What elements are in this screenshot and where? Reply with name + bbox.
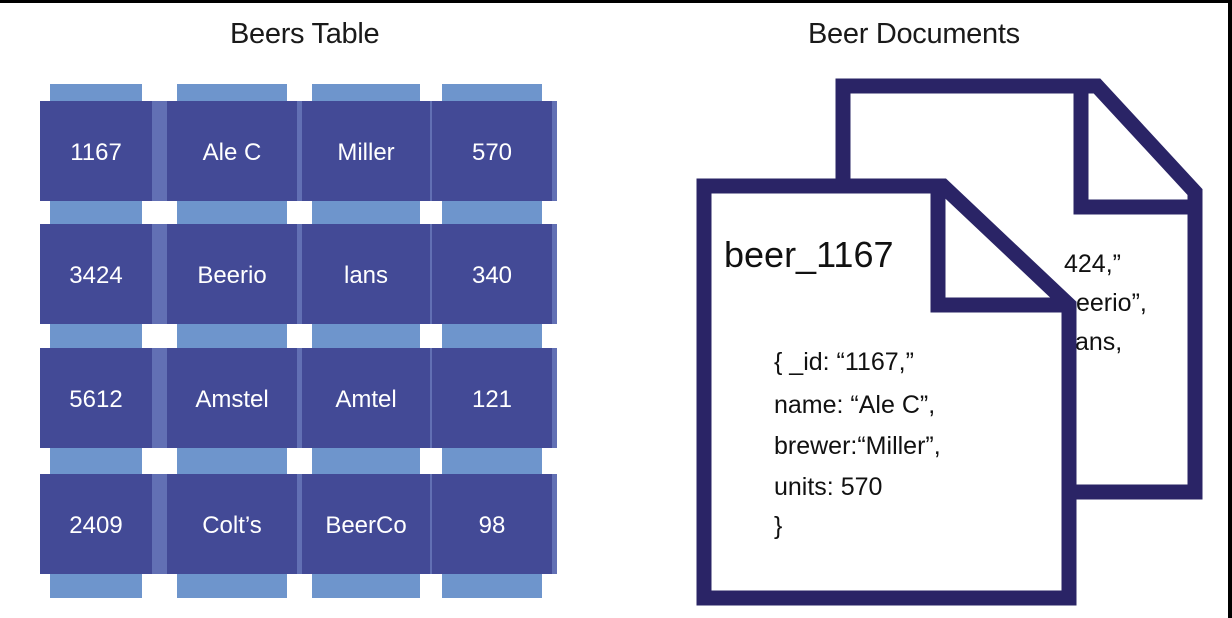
table-cell bbox=[432, 474, 552, 574]
right-border bbox=[1228, 0, 1232, 618]
table-cell bbox=[302, 224, 430, 324]
table-cell-text: lans bbox=[344, 262, 388, 289]
beer-documents-title: Beer Documents bbox=[808, 18, 1020, 50]
back-doc-line: eerio”, bbox=[1076, 289, 1147, 317]
table-cell-text: Ale C bbox=[203, 139, 262, 166]
table-cell bbox=[432, 348, 552, 448]
beers-table-title: Beers Table bbox=[230, 18, 380, 50]
table-cell-text: BeerCo bbox=[325, 512, 406, 539]
front-document: beer_1167 { _id: “1167,” name: “Ale C”, … bbox=[696, 178, 1077, 606]
table-cell-text: 1167 bbox=[70, 139, 122, 166]
table-cell-text: 570 bbox=[472, 139, 512, 166]
table-cell bbox=[40, 101, 152, 201]
doc-line: name: “Ale C”, bbox=[774, 391, 935, 419]
doc-line: { _id: “1167,” bbox=[774, 348, 914, 376]
back-document-fold bbox=[1073, 86, 1195, 215]
table-cell-text: 340 bbox=[472, 262, 512, 289]
table-cell-text: Colt’s bbox=[202, 512, 262, 539]
table-cell bbox=[302, 348, 430, 448]
table-cell-text: 3424 bbox=[69, 262, 122, 289]
doc-line: } bbox=[774, 512, 782, 540]
table-cell bbox=[167, 101, 297, 201]
table-cell bbox=[40, 474, 152, 574]
back-doc-line: 424,” bbox=[1064, 250, 1121, 278]
document-name: beer_1167 bbox=[724, 234, 894, 275]
table-cell-text: 2409 bbox=[69, 512, 122, 539]
table-cell bbox=[167, 224, 297, 324]
doc-line: brewer:“Miller”, bbox=[774, 432, 941, 460]
table-cell bbox=[167, 348, 297, 448]
table-cell bbox=[40, 224, 152, 324]
doc-line: units: 570 bbox=[774, 473, 882, 501]
front-document-page bbox=[696, 178, 1077, 606]
table-cell bbox=[40, 348, 152, 448]
back-doc-line: ans, bbox=[1075, 328, 1122, 356]
front-document-fold bbox=[930, 186, 1069, 313]
table-cell-text: 5612 bbox=[69, 386, 122, 413]
table-cell-text: Amtel bbox=[335, 386, 396, 413]
top-border bbox=[0, 0, 1232, 3]
beers-table: 1167 Ale C Miller 570 3424 Beerio lans 340 5612 A… bbox=[40, 84, 557, 598]
table-cell bbox=[432, 101, 552, 201]
table-cell bbox=[302, 474, 430, 574]
table-cell-text: Amstel bbox=[195, 386, 268, 413]
table-cell-text: Miller bbox=[337, 139, 394, 166]
table-cell bbox=[302, 101, 430, 201]
table-cell bbox=[432, 224, 552, 324]
table-cell-text: Beerio bbox=[197, 262, 266, 289]
table-cell-text: 98 bbox=[479, 512, 506, 539]
table-cell bbox=[167, 474, 297, 574]
table-cell-text: 121 bbox=[472, 386, 512, 413]
